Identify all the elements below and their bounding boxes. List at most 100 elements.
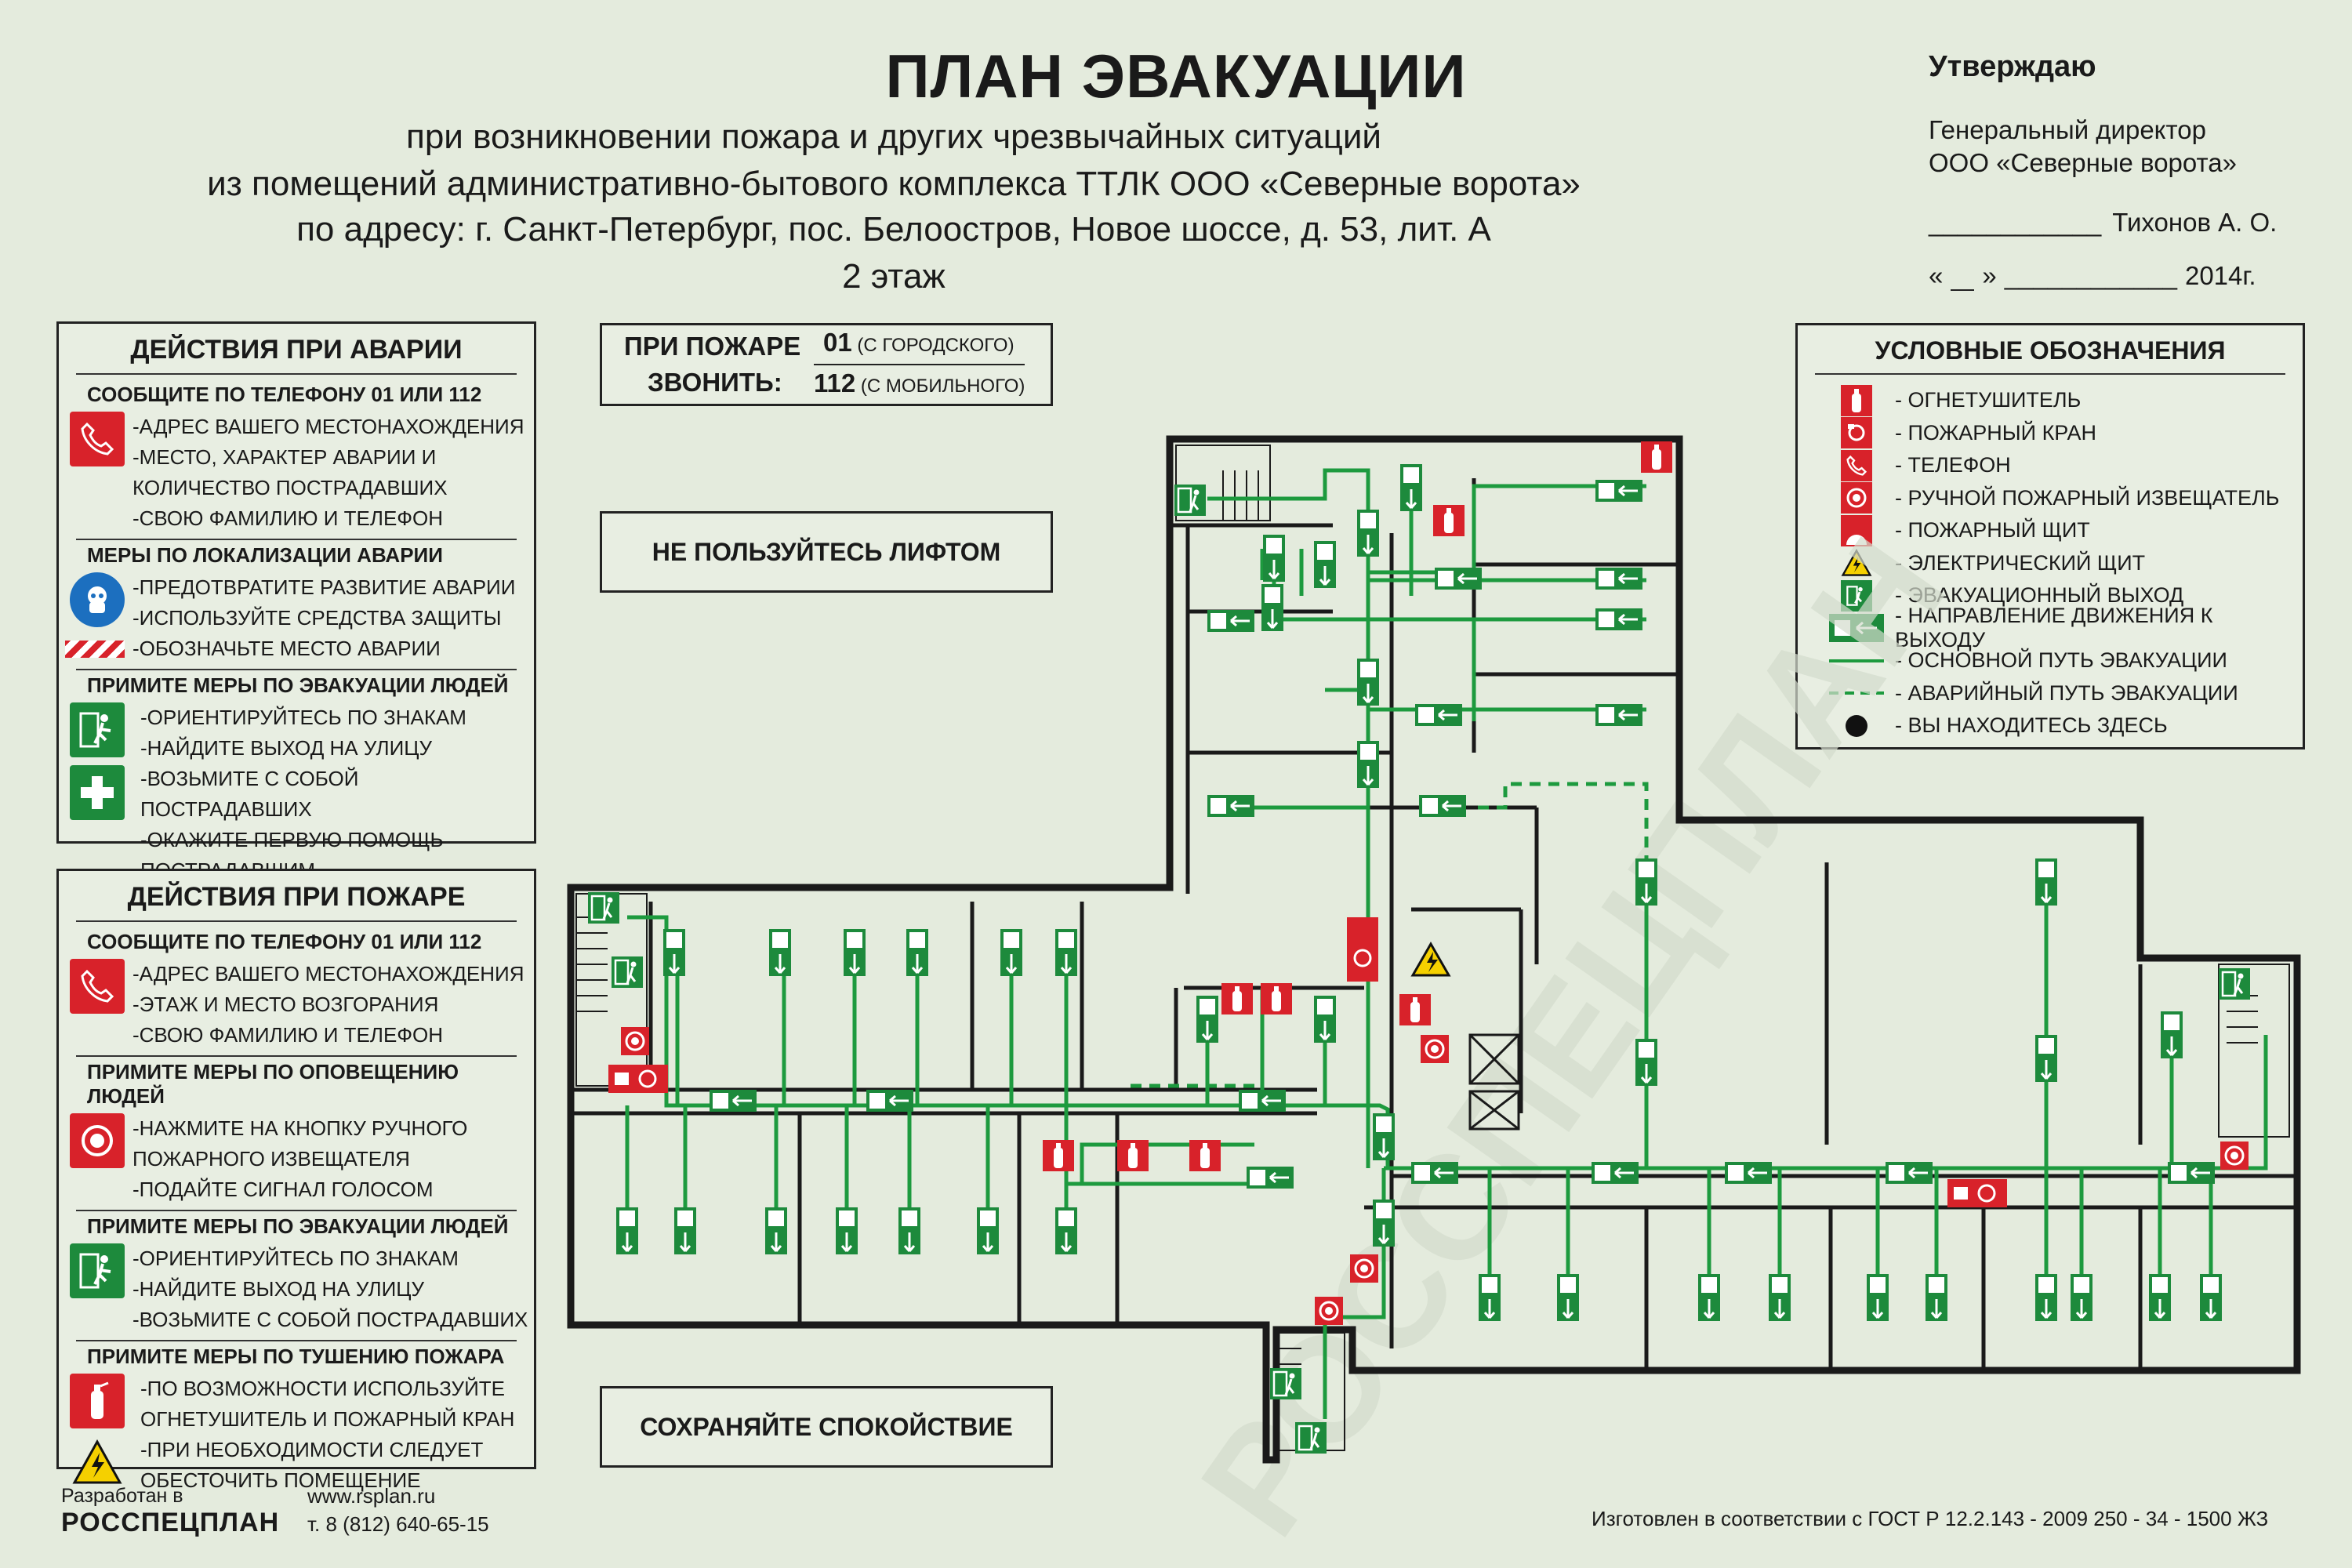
accident-line: -ИСПОЛЬЗУЙТЕ СРЕДСТВА ЗАЩИТЫ [132,606,502,630]
legend-label: - АВАРИЙНЫЙ ПУТЬ ЭВАКУАЦИИ [1895,681,2238,705]
fire-section-evacuate: -ОРИЕНТИРУЙТЕСЬ ПО ЗНАКАМ -НАЙДИТЕ ВЫХОД… [59,1242,534,1335]
approval-position: Генеральный директор [1929,115,2206,144]
accident-section-heading: МЕРЫ ПО ЛОКАЛИЗАЦИИ АВАРИИ [87,543,443,567]
fire-line: -ОРИЕНТИРУЙТЕСЬ ПО ЗНАКАМ [132,1247,459,1270]
floor-label: 2 этаж [842,257,946,296]
accident-section-phone: -АДРЕС ВАШЕГО МЕСТОНАХОЖДЕНИЯ -МЕСТО, ХА… [59,410,534,534]
accident-line: -ОРИЕНТИРУЙТЕСЬ ПО ЗНАКАМ [140,706,466,729]
exit-icon [70,1243,125,1298]
accident-line: -ВОЗЬМИТЕ С СОБОЙ ПОСТРАДАВШИХ [140,767,359,821]
fire-line: -ВОЗЬМИТЕ С СОБОЙ ПОСТРАДАВШИХ [132,1308,528,1331]
extinguisher-icon [1841,384,1872,416]
fire-shield-icon [1841,514,1872,546]
first-aid-icon [70,765,125,820]
alarm-button-icon [70,1113,125,1168]
fire-line: ОБЕСТОЧИТЬ ПОМЕЩЕНИЕ [140,1468,421,1492]
exit-icon [70,702,125,757]
emergency-evacuation-route [1129,782,1905,1171]
phone-icon [70,412,125,466]
legend-label: - НАПРАВЛЕНИЕ ДВИЖЕНИЯ К ВЫХОДУ [1895,604,2213,652]
hazard-stripe-icon [65,640,125,658]
date-quote-close: » [1982,261,1997,290]
electric-hazard-icon [1841,549,1872,577]
legend-label: - ОГНЕТУШИТЕЛЬ [1895,388,2082,412]
approval-date-row: « » ____________ 2014г. [1929,261,2321,291]
footer-developer: Разработан в РОССПЕЦПЛАН [61,1485,279,1538]
fire-panel-title: ДЕЙСТВИЯ ПРИ ПОЖАРЕ [76,871,517,922]
approval-block: Утверждаю Генеральный директор ООО «Севе… [1929,50,2321,294]
legend-item: - ОСНОВНОЙ ПУТЬ ЭВАКУАЦИИ [1798,644,2303,677]
phone-number-2: 112 [814,368,856,397]
fire-line: -ЭТАЖ И МЕСТО ВОЗГОРАНИЯ [132,993,439,1016]
fire-line: -ПО ВОЗМОЖНОСТИ ИСПОЛЬЗУЙТЕ [140,1377,505,1400]
accident-line: -МЕСТО, ХАРАКТЕР АВАРИИ И [132,445,437,469]
legend-item: - ПОЖАРНЫЙ КРАН [1798,417,2303,450]
approval-signer: Тихонов А. О. [2112,208,2278,237]
accident-section-heading: ПРИМИТЕ МЕРЫ ПО ЭВАКУАЦИИ ЛЮДЕЙ [87,673,509,697]
legend-item: - ЭЛЕКТРИЧЕСКИЙ ЩИТ [1798,547,2303,580]
phone-note-2: (С МОБИЛЬНОГО) [860,376,1025,397]
accident-section-localize: -ПРЕДОТВРАТИТЕ РАЗВИТИЕ АВАРИИ -ИСПОЛЬЗУ… [59,571,534,664]
fire-section-alarm: -НАЖМИТЕ НА КНОПКУ РУЧНОГО ПОЖАРНОГО ИЗВ… [59,1112,534,1205]
legend-label: - РУЧНОЙ ПОЖАРНЫЙ ИЗВЕЩАТЕЛЬ [1895,485,2280,510]
footer-developed-label: Разработан в [61,1485,183,1507]
you-are-here-icon [1846,714,1867,737]
accident-line: -СВОЮ ФАМИЛИЮ И ТЕЛЕФОН [132,506,444,530]
legend-item: - ТЕЛЕФОН [1798,449,2303,482]
fire-hydrant-icon [1841,417,1872,449]
subtitle-line3: по адресу: г. Санкт-Петербург, пос. Бело… [296,210,1491,249]
fire-line: -НАЙДИТЕ ВЫХОД НА УЛИЦУ [132,1277,425,1301]
accident-line: КОЛИЧЕСТВО ПОСТРАДАВШИХ [132,476,448,499]
phone-note-1: (С ГОРОДСКОГО) [857,335,1014,356]
protection-icon [70,572,125,627]
legend-label: - ПОЖАРНЫЙ ЩИТ [1895,518,2090,543]
footer-contacts: www.rsplan.ru т. 8 (812) 640-65-15 [307,1482,489,1538]
fire-line: -АДРЕС ВАШЕГО МЕСТОНАХОЖДЕНИЯ [132,962,524,985]
electric-hazard-icon [70,1435,125,1490]
main-route-icon [1829,659,1884,662]
fire-line: -ПРИ НЕОБХОДИМОСТИ СЛЕДУЕТ [140,1438,484,1461]
approval-company: ООО «Северные ворота» [1929,148,2237,177]
fire-line: ПОЖАРНОГО ИЗВЕЩАТЕЛЯ [132,1147,410,1171]
elevator-shaft [1468,1033,1520,1131]
extinguisher-icon [70,1374,125,1428]
legend-item: - НАПРАВЛЕНИЕ ДВИЖЕНИЯ К ВЫХОДУ [1798,604,2303,652]
phone-label-line2: ЗВОНИТЬ: [648,368,782,397]
accident-line: -АДРЕС ВАШЕГО МЕСТОНАХОЖДЕНИЯ [132,415,524,438]
fire-section-extinguish: -ПО ВОЗМОЖНОСТИ ИСПОЛЬЗУЙТЕ ОГНЕТУШИТЕЛЬ… [59,1372,534,1496]
accident-line: -НАЙДИТЕ ВЫХОД НА УЛИЦУ [140,736,433,760]
keep-calm-notice: СОХРАНЯЙТЕ СПОКОЙСТВИЕ [600,1386,1053,1468]
fire-section-heading: ПРИМИТЕ МЕРЫ ПО ОПОВЕЩЕНИЮ ЛЮДЕЙ [87,1060,459,1108]
fire-line: -СВОЮ ФАМИЛИЮ И ТЕЛЕФОН [132,1023,444,1047]
watermark-text: РОССПЕЦПЛАН [1170,510,1977,1563]
accident-actions-panel: ДЕЙСТВИЯ ПРИ АВАРИИ СООБЩИТЕ ПО ТЕЛЕФОНУ… [56,321,536,882]
date-quote-open: « [1929,261,1944,290]
footer-site-link[interactable]: www.rsplan.ru [307,1484,436,1508]
legend-item: - АВАРИЙНЫЙ ПУТЬ ЭВАКУАЦИИ [1798,677,2303,710]
direction-arrow-icon [1829,614,1884,643]
fire-actions-panel: ДЕЙСТВИЯ ПРИ ПОЖАРЕ СООБЩИТЕ ПО ТЕЛЕФОНУ… [56,869,536,1492]
subtitle-line1: при возникновении пожара и других чрезвы… [406,118,1381,156]
fire-line: -НАЖМИТЕ НА КНОПКУ РУЧНОГО [132,1116,468,1140]
alarm-button-icon [1841,482,1872,514]
accident-line: -ОКАЖИТЕ ПЕРВУЮ ПОМОЩЬ [140,828,444,851]
emergency-exit-icon [1841,579,1872,612]
accident-line: -ПРЕДОТВРАТИТЕ РАЗВИТИЕ АВАРИИ [132,575,516,599]
accident-line: -ОБОЗНАЧЬТЕ МЕСТО АВАРИИ [132,637,441,660]
date-blank: ____________ [2004,261,2177,290]
footer-brand: РОССПЕЦПЛАН [61,1508,280,1537]
no-elevator-notice: НЕ ПОЛЬЗУЙТЕСЬ ЛИФТОМ [600,511,1053,593]
fire-line: -ПОДАЙТЕ СИГНАЛ ГОЛОСОМ [132,1178,434,1201]
fire-section-heading: ПРИМИТЕ МЕРЫ ПО ТУШЕНИЮ ПОЖАРА [87,1345,505,1368]
legend-label: - ЭЛЕКТРИЧЕСКИЙ ЩИТ [1895,550,2146,575]
phone-icon [70,959,125,1014]
legend-label: - ПОЖАРНЫЙ КРАН [1895,420,2097,445]
fire-section-heading: ПРИМИТЕ МЕРЫ ПО ЭВАКУАЦИИ ЛЮДЕЙ [87,1214,509,1238]
fire-line: ОГНЕТУШИТЕЛЬ И ПОЖАРНЫЙ КРАН [140,1407,515,1431]
legend-label: - ЭВАКУАЦИОННЫЙ ВЫХОД [1895,583,2184,608]
phone-number-1: 01 [823,328,852,357]
approval-signature-row: ____________ Тихонов А. О. [1929,208,2321,238]
legend-label: - ОСНОВНОЙ ПУТЬ ЭВАКУАЦИИ [1895,648,2227,673]
subtitle-line2: из помещений административно-бытового ко… [207,165,1581,203]
